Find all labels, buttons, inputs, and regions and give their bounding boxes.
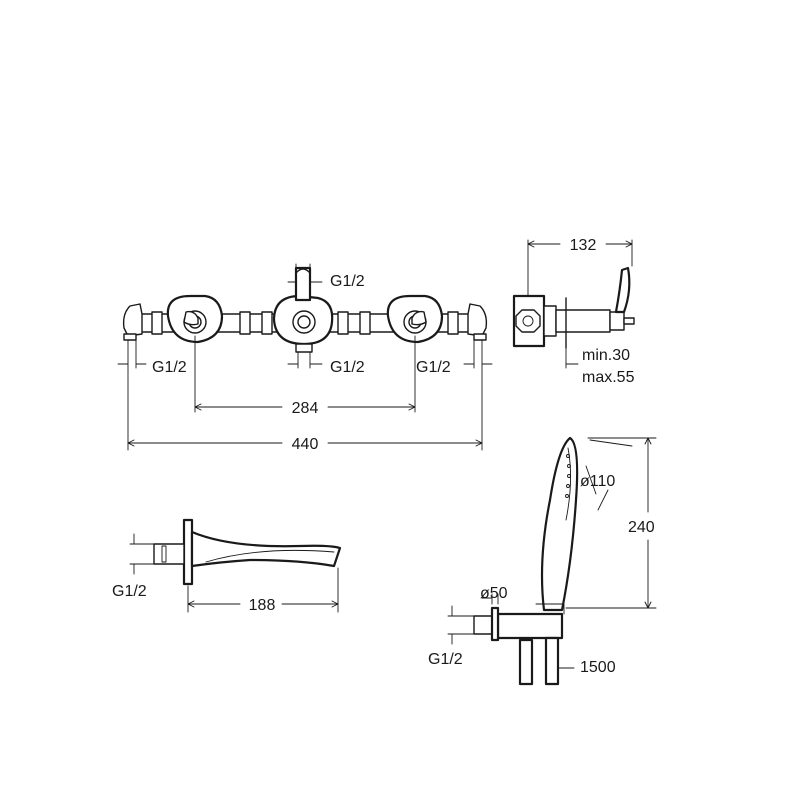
dim-284-label: 284 [292,400,319,417]
hand-shower [473,436,579,686]
dimension-1500: 1500 [557,659,616,676]
dimension-132: 132 [527,237,633,297]
dim-132-label: 132 [570,237,597,254]
g12-top-label: G1/2 [330,273,365,290]
dimension-440: 440 [127,436,483,453]
dimension-shower-g12: G1/2 [428,605,475,668]
dia-50-label: ø50 [480,585,508,602]
dim-240-label: 240 [628,519,655,536]
dimension-g12-top: G1/2 [287,263,365,293]
g12-center-label: G1/2 [330,359,365,376]
dim-440-label: 440 [292,436,319,453]
max55-label: max.55 [582,369,635,386]
dimension-110: ø110 [580,465,615,511]
dimension-188: 188 [187,567,339,614]
dim-188-label: 188 [249,597,276,614]
dimension-50: ø50 [480,585,508,605]
dimension-wall-depth: min.30 max.55 [565,347,635,386]
mixer-front-view [122,266,488,353]
g12-shower-label: G1/2 [428,651,463,668]
g12-spout-label: G1/2 [112,583,147,600]
dimension-g12-bottom: G1/2 G1/2 G1/2 [117,339,493,451]
g12-right-label: G1/2 [416,359,451,376]
min30-label: min.30 [582,347,630,364]
dim-1500-label: 1500 [580,659,616,676]
g12-left-label: G1/2 [152,359,187,376]
dimension-spout-g12: G1/2 [112,533,155,600]
dimension-240: 240 [565,437,657,609]
dia-110-label: ø110 [580,473,615,490]
bath-spout [153,518,342,586]
mixer-side-view [512,266,635,349]
dimension-284: 284 [194,335,416,417]
